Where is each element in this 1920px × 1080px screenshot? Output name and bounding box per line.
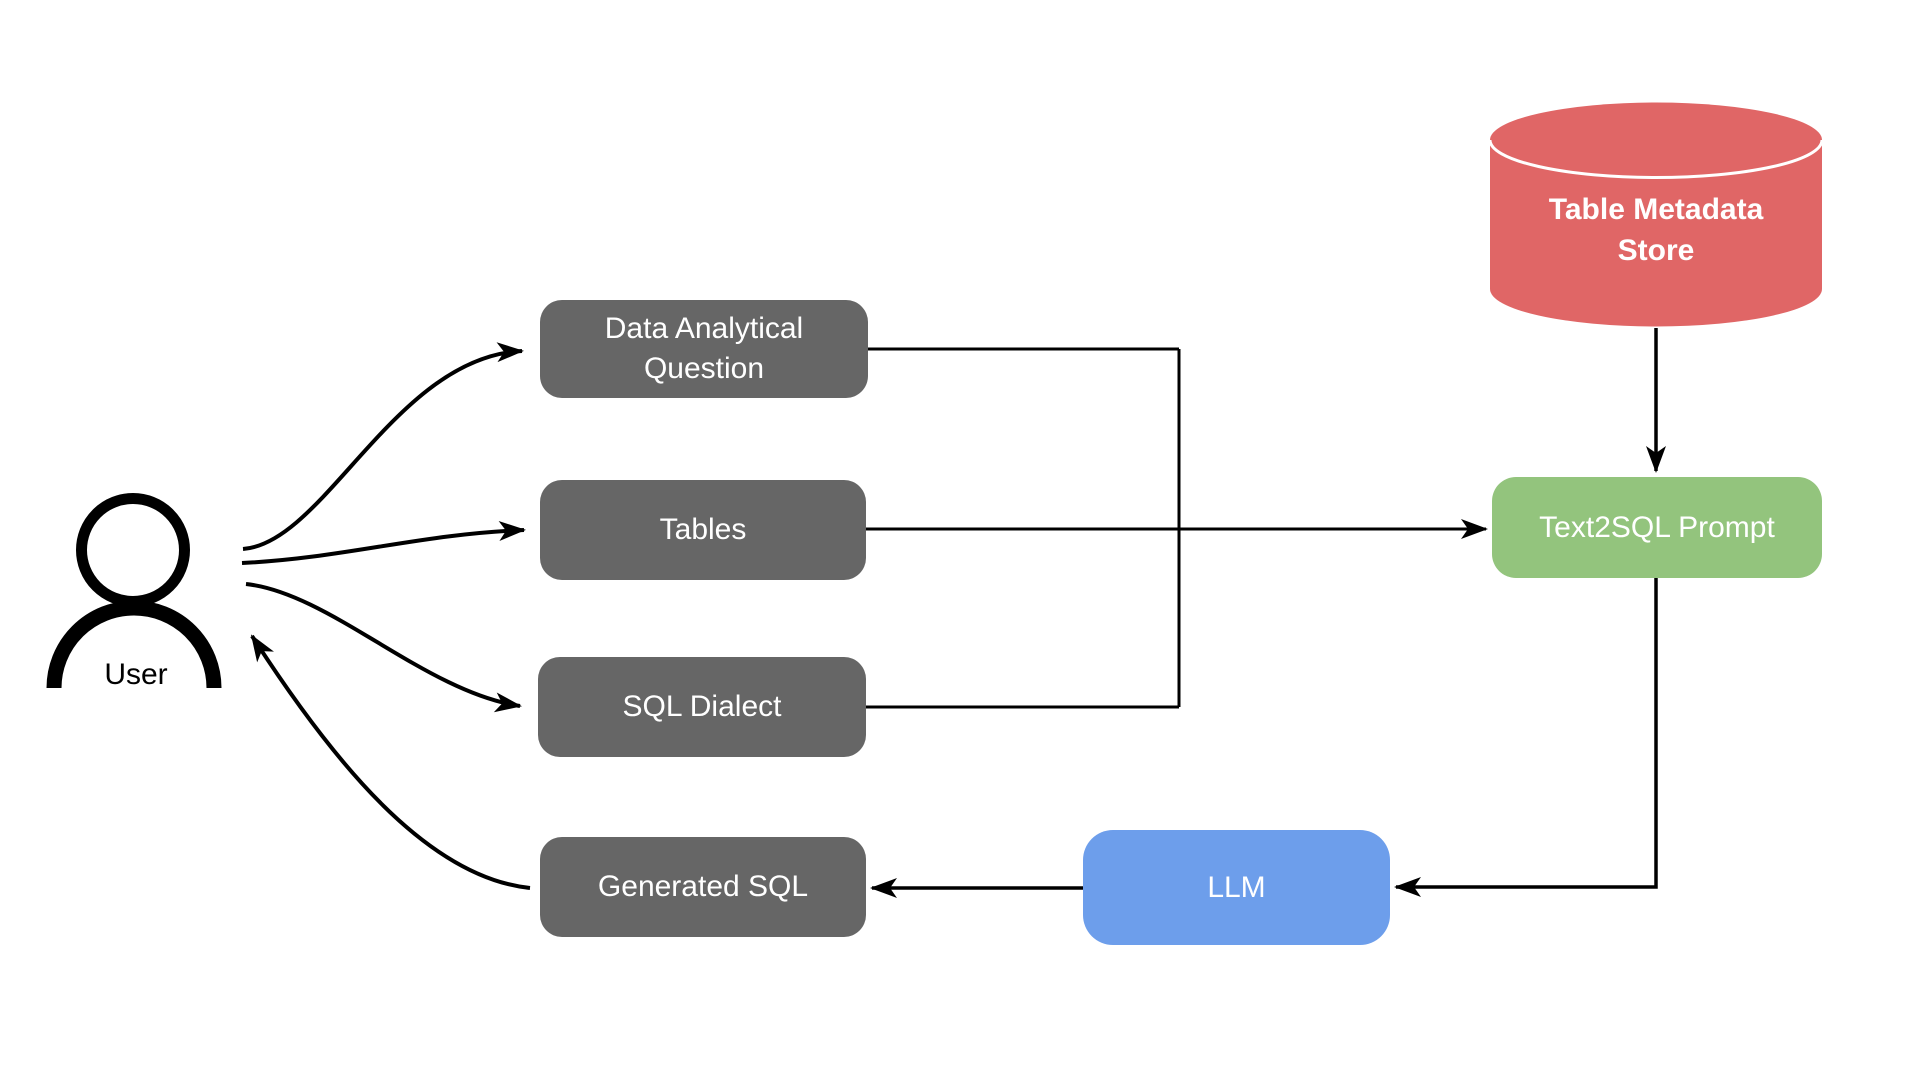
node-label: Data Analytical Question xyxy=(604,312,804,385)
user-person-icon xyxy=(46,493,222,689)
node-label: Text2SQL Prompt xyxy=(1539,510,1775,544)
node-label: Tables xyxy=(659,513,747,547)
node-text2sql-prompt: Text2SQL Prompt xyxy=(1492,477,1822,578)
user-label: User xyxy=(104,658,168,691)
node-label: LLM xyxy=(1207,870,1266,904)
arrow-user-to-question xyxy=(242,342,524,551)
node-label: SQL Dialect xyxy=(622,690,782,724)
node-table-metadata-store-label: Table Metadata Store xyxy=(1548,193,1764,267)
arrow-user-to-dialect xyxy=(245,582,522,713)
node-label: Generated SQL xyxy=(597,870,809,904)
node-sql-dialect: SQL Dialect xyxy=(538,657,866,757)
arrow-gensql-to-user xyxy=(250,634,531,890)
node-tables: Tables xyxy=(540,480,866,580)
arrow-prompt-to-llm xyxy=(1394,578,1658,897)
node-data-analytical-question: Data Analytical Question xyxy=(540,300,868,398)
arrow-user-to-tables xyxy=(241,520,526,565)
database-cylinder-icon xyxy=(1488,102,1824,327)
node-llm: LLM xyxy=(1083,830,1390,945)
node-generated-sql: Generated SQL xyxy=(540,837,866,937)
